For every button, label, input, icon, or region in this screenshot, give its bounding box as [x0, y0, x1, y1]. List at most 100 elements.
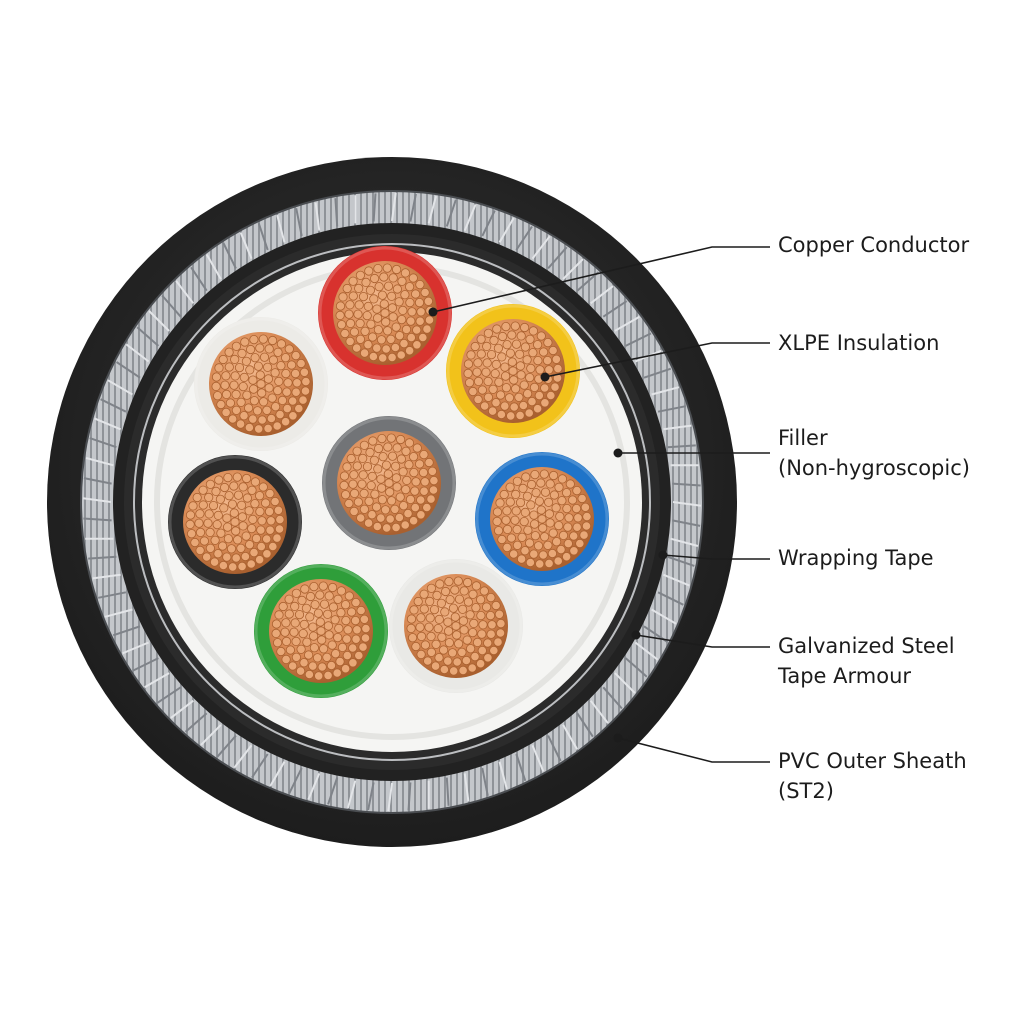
copper-strand [366, 319, 376, 329]
copper-strand [326, 660, 336, 671]
copper-strand [284, 344, 294, 354]
copper-strand [534, 496, 545, 506]
copper-strand [501, 321, 511, 332]
copper-strand [369, 273, 380, 284]
copper-strand [364, 496, 374, 506]
copper-strand [367, 471, 377, 481]
armour-segment [445, 199, 457, 227]
copper-strand [352, 343, 362, 353]
copper-strand [557, 496, 567, 506]
copper-strand [459, 625, 469, 635]
copper-strand [255, 555, 265, 565]
copper-strand [509, 549, 519, 559]
copper-strand [510, 384, 521, 394]
copper-strand [522, 355, 532, 365]
copper-strand [214, 475, 224, 485]
copper-strand [465, 610, 475, 620]
copper-strand [405, 297, 415, 308]
armour-segment [590, 285, 614, 305]
copper-strand [359, 614, 369, 624]
copper-strand [345, 318, 356, 328]
copper-strand [519, 322, 530, 333]
copper-strand [262, 549, 272, 559]
copper-strand [385, 514, 395, 524]
copper-strand [426, 494, 436, 504]
armour-segment [576, 712, 594, 738]
copper-strand [342, 283, 352, 294]
armour-segment [670, 537, 699, 547]
armour-segment [327, 777, 339, 805]
copper-strand [195, 509, 205, 519]
copper-strand [224, 362, 234, 372]
copper-strand [506, 533, 516, 543]
copper-strand [502, 542, 512, 553]
copper-strand [225, 398, 235, 408]
copper-strand [263, 423, 273, 433]
copper-strand [376, 483, 387, 493]
copper-strand [341, 615, 351, 626]
copper-strand [330, 615, 340, 625]
copper-strand [296, 358, 306, 369]
copper-strand [382, 326, 393, 336]
copper-strand [526, 500, 536, 510]
copper-strand [553, 556, 563, 566]
copper-strand [205, 543, 215, 553]
copper-strand [386, 433, 396, 443]
copper-strand [314, 671, 324, 681]
copper-strand [534, 390, 544, 401]
copper-strand [549, 490, 560, 500]
copper-strand [445, 595, 455, 605]
copper-strand [543, 337, 553, 348]
copper-strand [359, 504, 369, 514]
copper-strand [398, 501, 409, 511]
copper-strand [220, 482, 230, 493]
copper-strand [492, 507, 503, 517]
armour-segment [651, 608, 677, 625]
copper-strand [220, 380, 230, 390]
label-xlpe-insulation: XLPE Insulation [778, 328, 939, 358]
copper-strand [273, 347, 283, 357]
copper-strand [406, 623, 416, 634]
copper-strand [237, 512, 247, 522]
copper-strand [199, 536, 209, 546]
copper-strand [471, 603, 481, 613]
copper-strand [262, 405, 272, 415]
copper-strand [431, 639, 441, 649]
copper-strand [348, 658, 358, 668]
copper-strand [392, 482, 402, 492]
copper-strand [529, 519, 540, 529]
copper-strand [540, 383, 550, 393]
copper-strand [459, 586, 469, 596]
copper-strand [391, 264, 402, 275]
copper-strand [278, 601, 288, 612]
copper-strand [521, 472, 531, 482]
copper-strand [381, 460, 391, 470]
copper-strand [409, 467, 419, 478]
copper-strand [469, 618, 479, 629]
copper-strand [502, 506, 512, 516]
armour-segment [222, 242, 237, 269]
label-filler-line-1: Filler [778, 426, 828, 450]
copper-strand [211, 381, 221, 391]
copper-strand [336, 608, 346, 618]
copper-strand [381, 344, 391, 354]
copper-strand [410, 502, 420, 513]
armour-segment [602, 686, 623, 710]
copper-strand [416, 649, 426, 660]
copper-strand [283, 378, 293, 388]
copper-strand [494, 377, 504, 387]
copper-strand [400, 268, 410, 278]
copper-strand [450, 585, 460, 595]
copper-strand [391, 473, 401, 483]
copper-strand [308, 661, 318, 671]
copper-strand [544, 509, 555, 519]
copper-strand [280, 353, 291, 363]
copper-strand [263, 374, 273, 384]
copper-strand [535, 365, 545, 375]
copper-strand [371, 502, 382, 512]
copper-strand [215, 494, 225, 504]
copper-strand [516, 370, 526, 380]
copper-strand [276, 361, 286, 371]
copper-strand [327, 640, 337, 650]
copper-strand [299, 619, 309, 630]
